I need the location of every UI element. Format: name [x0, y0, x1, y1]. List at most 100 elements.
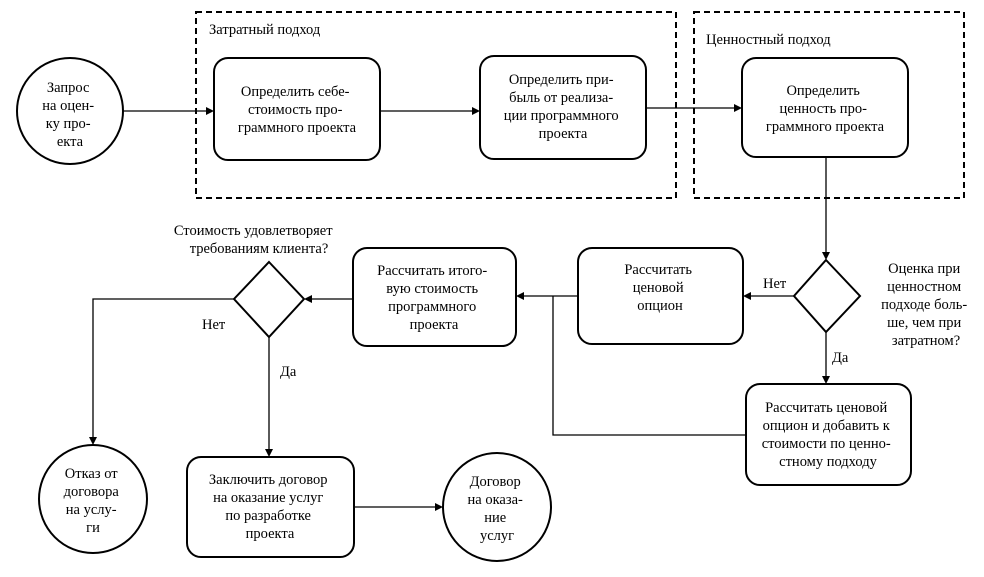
node-text-line: затратном?	[892, 333, 960, 349]
price-option-box	[577, 247, 744, 345]
node-text-line: стному подходу	[779, 454, 877, 470]
contract-box	[186, 456, 355, 558]
node-end: Договор на оказа- ние услуг	[442, 452, 552, 562]
edge-price-option-add-to-total	[552, 296, 746, 436]
svg-text:Договор на оказа-: Договор на оказа- ние услуг	[468, 474, 527, 544]
node-refuse: Отказ от договора на услу- ги	[38, 444, 148, 554]
svg-text:Определить при- быль от: Определить при- быль от реализа- ции про…	[504, 72, 623, 142]
arrowhead	[516, 292, 524, 300]
edge-label-compare-no: Нет	[763, 276, 787, 292]
node-text-line: стоимость про-	[248, 102, 343, 118]
node-text-line: ценовой	[633, 280, 684, 296]
node-text-line: ценность про-	[779, 101, 867, 117]
compare-question: Оценка при ценностном подходе боль- ше, …	[881, 261, 971, 349]
cost-approach-label: Затратный подход	[209, 22, 321, 38]
node-contract: Заключить договор на оказание услуг по р…	[186, 456, 355, 558]
node-text-line: ку про-	[46, 116, 91, 132]
node-price-option: Рассчитать ценовой опцион	[577, 247, 744, 345]
node-text-line: граммного проекта	[766, 119, 885, 135]
node-cost-price: Определить себе- стоимость про- граммног…	[213, 57, 381, 161]
arrowhead	[206, 107, 214, 115]
value-box	[741, 57, 909, 158]
edge-label-compare-yes: Да	[832, 350, 849, 366]
refuse-circle	[38, 444, 148, 554]
client-diamond	[232, 260, 306, 339]
node-text-line: вую стоимость	[386, 281, 478, 297]
node-text-line: Рассчитать ценовой	[765, 400, 887, 416]
edge-label-client-no: Нет	[202, 317, 226, 333]
node-text-line: требованиям клиента?	[190, 241, 329, 257]
node-text-line: Заключить договор	[209, 472, 328, 488]
price-option-add-box	[745, 383, 912, 486]
node-text-line: быль от реализа-	[509, 90, 613, 106]
node-text-line: ги	[86, 520, 100, 536]
arrowhead	[734, 104, 742, 112]
node-text-line: граммного проекта	[238, 120, 357, 136]
node-total: Рассчитать итого- вую стоимость программ…	[352, 247, 517, 347]
svg-text:Рассчитать итого- вую ст: Рассчитать итого- вую стоимость программ…	[377, 263, 491, 333]
node-text-line: Запрос	[47, 80, 90, 96]
arrowhead	[89, 437, 97, 445]
value-approach-label: Ценностный подход	[706, 32, 831, 48]
client-question: Стоимость удовлетворяет требованиям клие…	[174, 223, 336, 257]
arrowhead	[304, 295, 312, 303]
node-text-line: программного	[388, 299, 476, 315]
node-text-line: услуг	[480, 528, 514, 544]
node-text-line: опцион и добавить к	[763, 418, 891, 434]
profit-box	[479, 55, 647, 160]
arrowhead	[822, 376, 830, 384]
node-text-line: ции программного	[504, 108, 619, 124]
svg-text:Запрос на оцен- ку: Запрос на оцен- ку про- екта	[42, 80, 97, 150]
node-text-line: проекта	[410, 317, 459, 333]
node-text-line: по разработке	[225, 508, 311, 524]
node-text-line: Рассчитать итого-	[377, 263, 487, 279]
start-circle	[16, 57, 124, 165]
node-text-line: Оценка при	[888, 261, 960, 277]
node-text-line: Договор	[470, 474, 521, 490]
svg-text:Отказ от договора: Отказ от договора на услу- ги	[64, 466, 123, 536]
svg-text:Определить ценность про-: Определить ценность про- граммного проек…	[766, 83, 885, 135]
node-text-line: на оцен-	[42, 98, 94, 114]
node-text-line: Рассчитать	[624, 262, 692, 278]
node-text-line: проекта	[246, 526, 295, 542]
svg-text:Заключить договор на ока: Заключить договор на оказание услуг по р…	[209, 472, 331, 542]
arrowhead	[743, 292, 751, 300]
total-box	[352, 247, 517, 347]
node-text-line: ние	[484, 510, 506, 526]
node-text-line: опцион	[637, 298, 683, 314]
cost-approach-group	[195, 11, 677, 199]
end-circle	[442, 452, 552, 562]
node-text-line: на оказание услуг	[213, 490, 323, 506]
node-text-line: договора	[64, 484, 120, 500]
svg-text:Рассчитать ценовой: Рассчитать ценовой опцион	[624, 262, 695, 314]
node-text-line: подходе боль-	[881, 297, 967, 313]
arrowhead	[472, 107, 480, 115]
node-text-line: Отказ от	[65, 466, 118, 482]
node-text-line: на услу-	[66, 502, 117, 518]
node-client-decision	[232, 260, 306, 339]
arrowhead	[435, 503, 443, 511]
node-value: Определить ценность про- граммного проек…	[741, 57, 909, 158]
svg-text:Рассчитать ценовой опцио: Рассчитать ценовой опцион и добавить к с…	[762, 400, 895, 470]
arrowhead	[265, 449, 273, 457]
arrowhead	[822, 252, 830, 260]
node-text-line: Стоимость удовлетворяет	[174, 223, 333, 239]
value-approach-group	[693, 11, 965, 199]
svg-text:Определить себе- стоимос: Определить себе- стоимость про- граммног…	[238, 84, 357, 136]
node-text-line: стоимости по ценно-	[762, 436, 891, 452]
compare-diamond	[792, 258, 862, 334]
edge-label-client-yes: Да	[280, 364, 297, 380]
node-text-line: Определить себе-	[241, 84, 350, 100]
node-text-line: Определить при-	[509, 72, 614, 88]
node-text-line: ше, чем при	[887, 315, 961, 331]
node-text-line: ценностном	[887, 279, 961, 295]
node-text-line: екта	[57, 134, 84, 150]
node-start: Запрос на оцен- ку про- екта	[16, 57, 124, 165]
node-text-line: Определить	[786, 83, 860, 99]
node-text-line: на оказа-	[468, 492, 523, 508]
cost-price-box	[213, 57, 381, 161]
node-profit: Определить при- быль от реализа- ции про…	[479, 55, 647, 160]
node-compare-decision	[792, 258, 862, 334]
connectors	[89, 104, 830, 511]
